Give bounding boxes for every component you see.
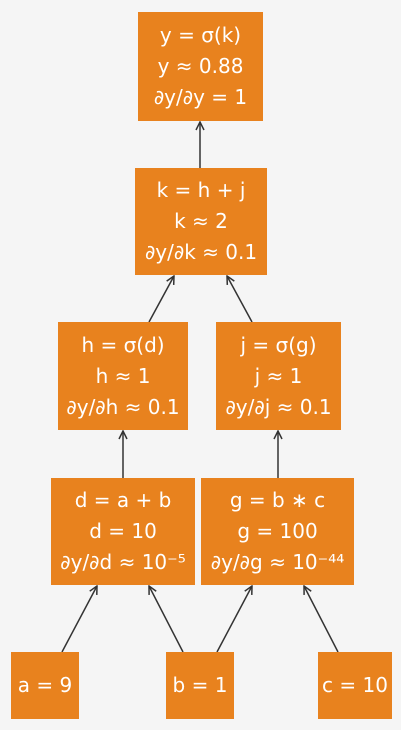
node-j-gradient: ∂y/∂j ≈ 0.1: [225, 394, 332, 419]
node-j: j = σ(g) j ≈ 1 ∂y/∂j ≈ 0.1: [216, 322, 341, 430]
node-a: a = 9: [11, 652, 79, 719]
node-y-gradient: ∂y/∂y = 1: [153, 85, 248, 109]
node-k-value: k ≈ 2: [174, 209, 228, 233]
node-d-value: d = 10: [89, 519, 157, 543]
node-j-definition: j = σ(g): [240, 332, 317, 357]
node-g-gradient: ∂y/∂g ≈ 10⁻⁴⁴: [210, 550, 345, 574]
node-y-value: y ≈ 0.88: [157, 54, 244, 78]
node-d-definition: d = a + b: [74, 488, 172, 512]
node-k-gradient: ∂y/∂k ≈ 0.1: [144, 240, 258, 264]
node-h-definition: h = σ(d): [81, 332, 165, 357]
node-c-value: c = 10: [322, 673, 388, 697]
node-a-value: a = 9: [17, 673, 73, 697]
edge-h-to-k: [148, 276, 174, 323]
edge-c-to-g: [304, 586, 339, 653]
node-g-definition: g = b ∗ c: [229, 488, 326, 512]
node-d-gradient: ∂y/∂d ≈ 10⁻⁵: [60, 550, 186, 574]
node-k: k = h + j k ≈ 2 ∂y/∂k ≈ 0.1: [135, 168, 267, 275]
node-h-value: h ≈ 1: [95, 363, 151, 388]
node-d: d = a + b d = 10 ∂y/∂d ≈ 10⁻⁵: [51, 478, 195, 585]
node-c: c = 10: [318, 652, 392, 719]
node-g-value: g = 100: [237, 519, 318, 543]
node-y: y = σ(k) y ≈ 0.88 ∂y/∂y = 1: [138, 12, 263, 121]
edge-b-to-d: [149, 586, 184, 653]
node-g: g = b ∗ c g = 100 ∂y/∂g ≈ 10⁻⁴⁴: [201, 478, 354, 585]
edge-a-to-d: [61, 586, 97, 653]
node-j-value: j ≈ 1: [254, 363, 303, 388]
node-k-definition: k = h + j: [156, 178, 246, 202]
node-h-gradient: ∂y/∂h ≈ 0.1: [66, 394, 180, 419]
node-b-value: b = 1: [172, 673, 228, 697]
edge-b-to-g: [216, 586, 252, 653]
edge-j-to-k: [227, 276, 253, 323]
node-h: h = σ(d) h ≈ 1 ∂y/∂h ≈ 0.1: [58, 322, 188, 430]
node-b: b = 1: [166, 652, 234, 719]
node-y-definition: y = σ(k): [159, 23, 242, 47]
